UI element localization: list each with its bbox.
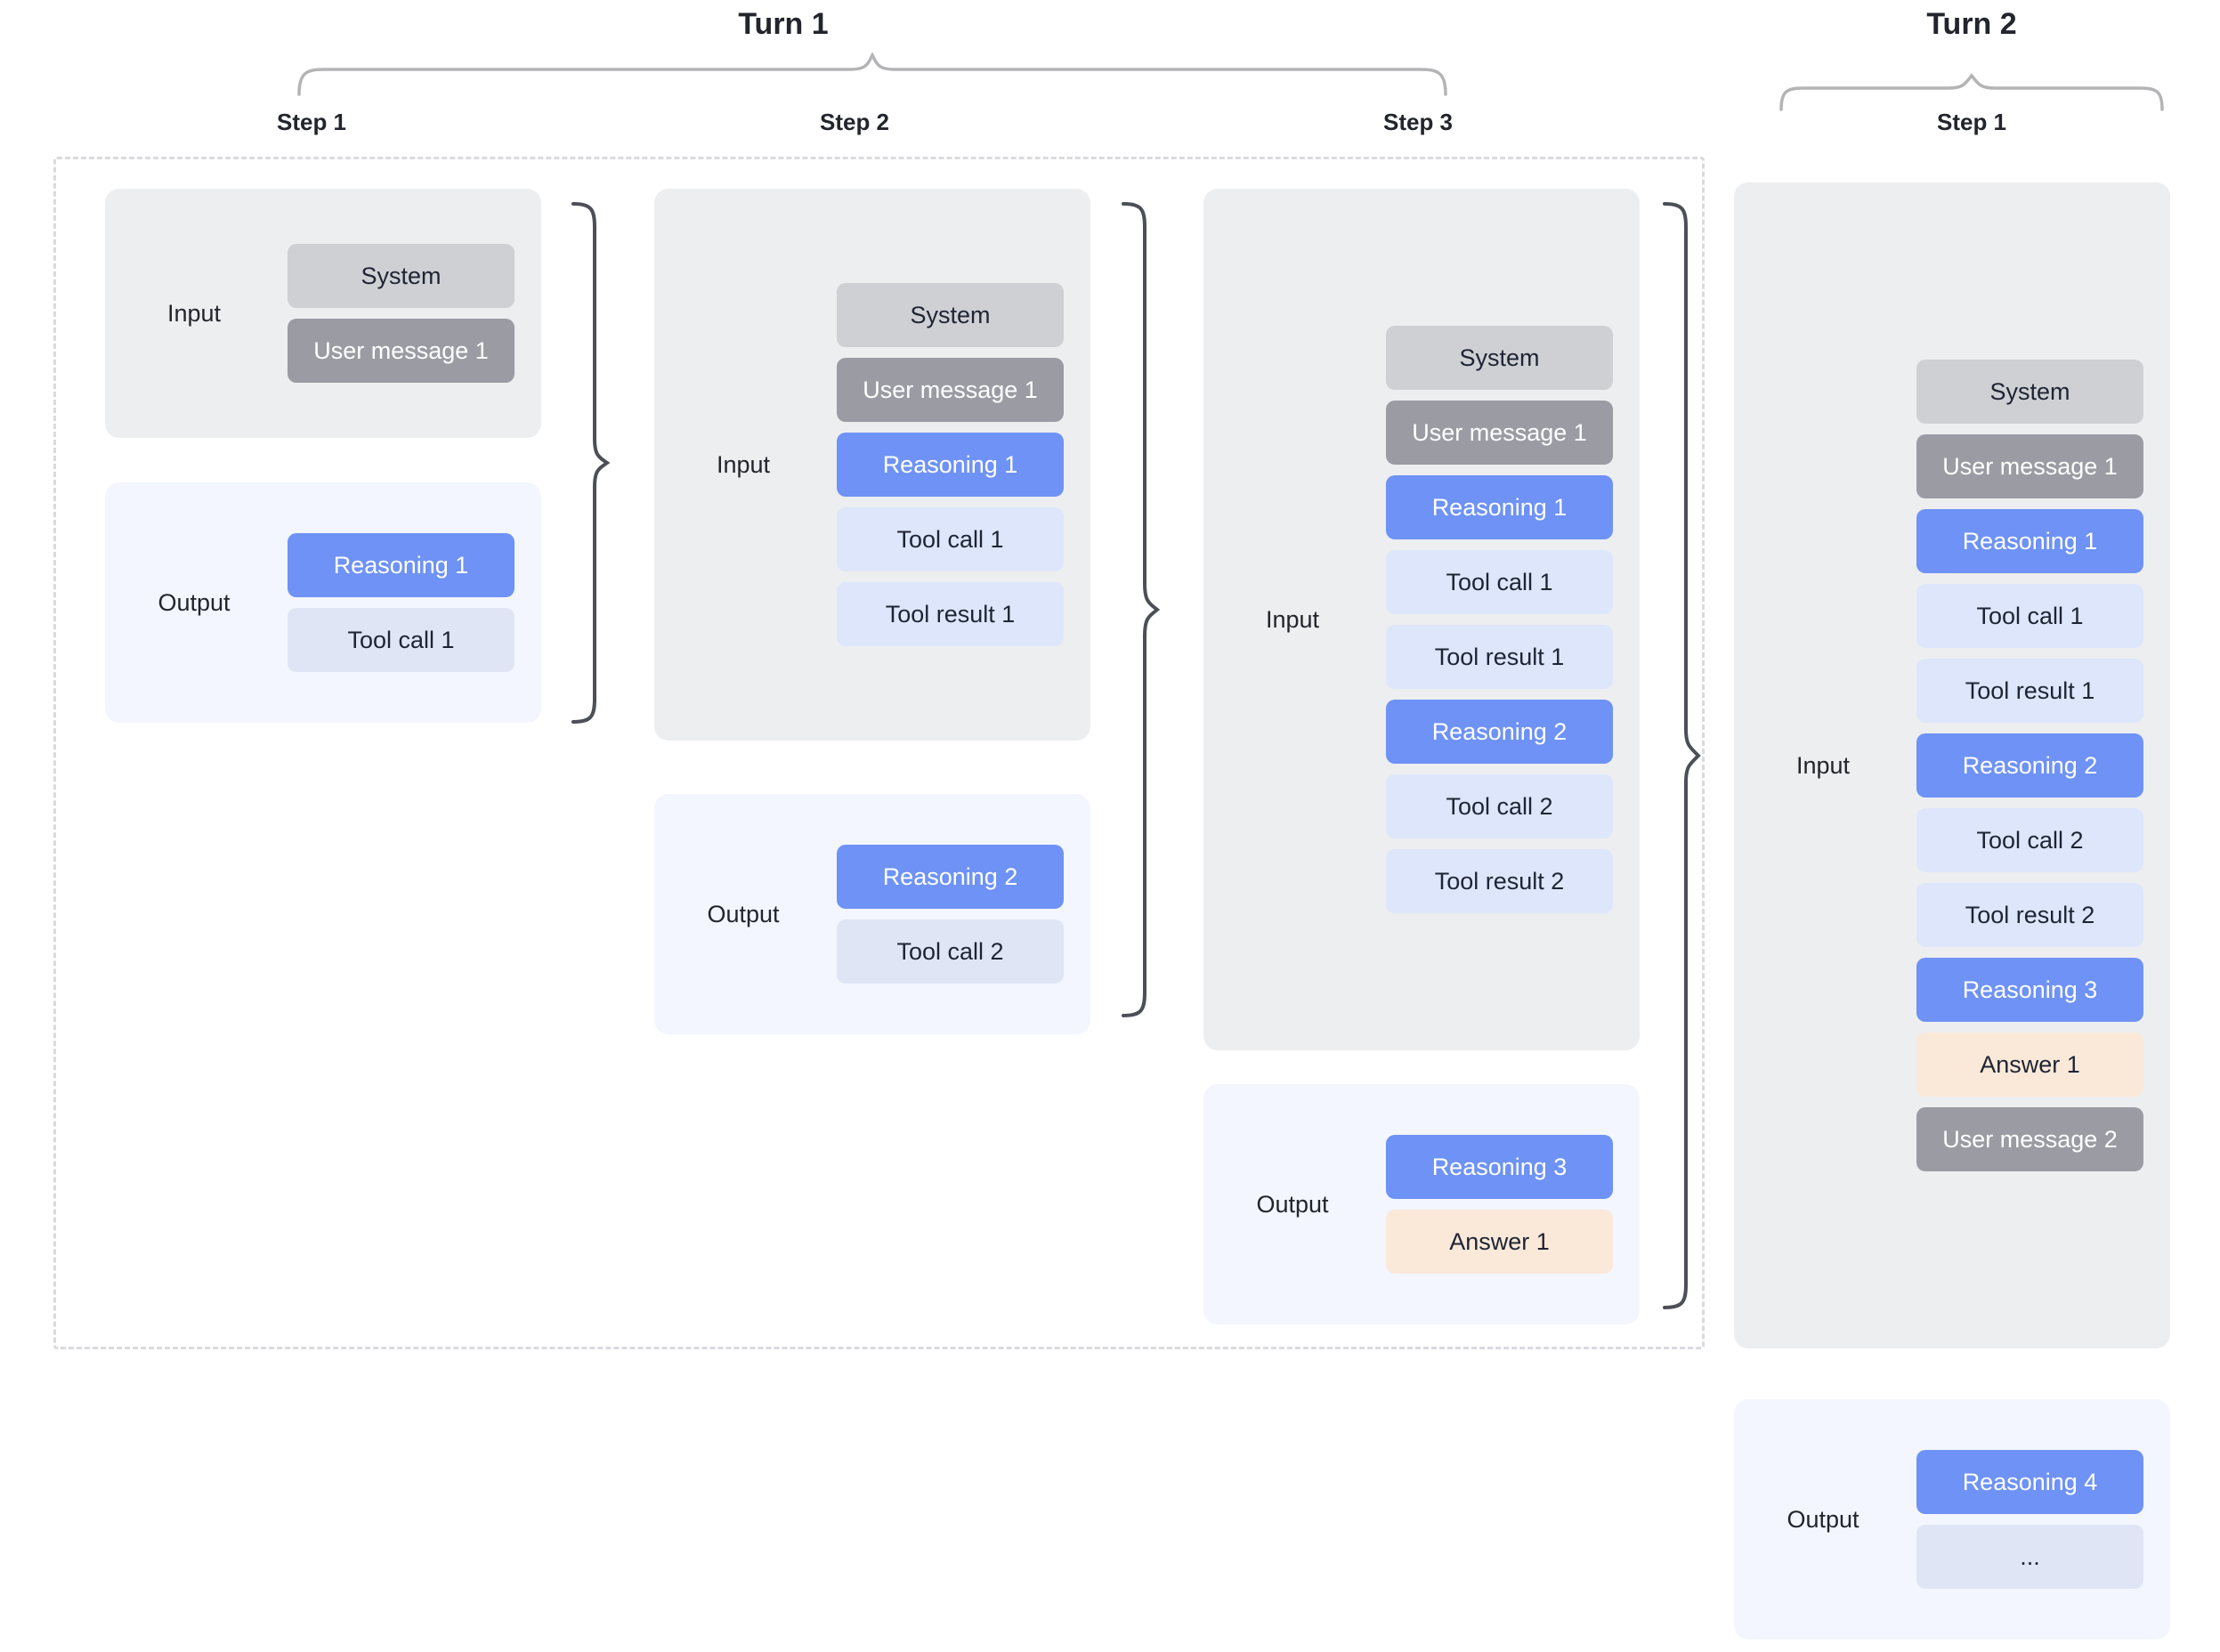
message-stack: Reasoning 2 Tool call 2	[832, 845, 1090, 984]
chip-reasoning[interactable]: Reasoning 3	[1386, 1135, 1613, 1199]
chip-user-message[interactable]: User message 2	[1916, 1107, 2143, 1171]
input-label: Input	[1795, 751, 1851, 779]
chip-tool-result[interactable]: Tool result 1	[1916, 659, 2143, 723]
chip-system[interactable]: System	[837, 283, 1064, 347]
message-stack: Reasoning 4 ...	[1912, 1450, 2170, 1589]
input-label: Input	[716, 450, 771, 478]
input-label: Input	[1265, 605, 1320, 633]
chip-reasoning[interactable]: Reasoning 1	[1386, 475, 1613, 539]
chip-answer[interactable]: Answer 1	[1386, 1210, 1613, 1274]
message-stack: System User message 1 Reasoning 1 Tool c…	[1381, 326, 1640, 913]
chip-user-message[interactable]: User message 1	[288, 319, 514, 383]
message-stack: System User message 1 Reasoning 1 Tool c…	[832, 283, 1090, 646]
chip-tool-call[interactable]: Tool call 1	[288, 608, 514, 672]
turn-2-step-1-output-group: Output Reasoning 4 ...	[1734, 1399, 2170, 1640]
turn-2-brace	[1779, 73, 2164, 111]
chip-ellipsis-placeholder[interactable]: ...	[1916, 1525, 2143, 1589]
chip-reasoning[interactable]: Reasoning 1	[837, 433, 1064, 497]
message-stack: Reasoning 3 Answer 1	[1381, 1135, 1640, 1274]
turn-1-step-1-input-group: Input System User message 1	[105, 189, 541, 438]
turn-2-step-1-title: Step 1	[1936, 109, 2007, 135]
chip-reasoning[interactable]: Reasoning 1	[288, 533, 514, 597]
chip-system[interactable]: System	[288, 244, 514, 308]
chip-tool-call[interactable]: Tool call 1	[837, 507, 1064, 571]
input-label: Input	[166, 299, 222, 327]
turn-1-step-3-output-group: Output Reasoning 3 Answer 1	[1203, 1084, 1640, 1324]
turn-1-step-2-title: Step 2	[819, 109, 890, 135]
chip-user-message[interactable]: User message 1	[1386, 401, 1613, 465]
chip-user-message[interactable]: User message 1	[1916, 434, 2143, 498]
turn-1-step-1-title: Step 1	[276, 109, 347, 135]
turn-1-region-boundary	[53, 157, 1705, 1349]
chip-tool-call[interactable]: Tool call 1	[1386, 550, 1613, 614]
output-label: Output	[707, 900, 780, 927]
message-stack: Reasoning 1 Tool call 1	[283, 533, 541, 672]
turn-2-title: Turn 2	[1926, 7, 2017, 41]
chip-tool-call[interactable]: Tool call 2	[1916, 808, 2143, 872]
chip-system[interactable]: System	[1916, 360, 2143, 424]
chip-tool-call[interactable]: Tool call 1	[1916, 584, 2143, 648]
chip-reasoning[interactable]: Reasoning 2	[1386, 700, 1613, 764]
chip-tool-result[interactable]: Tool result 2	[1916, 883, 2143, 947]
message-stack: System User message 1	[283, 244, 541, 383]
chip-reasoning[interactable]: Reasoning 3	[1916, 958, 2143, 1022]
chip-answer[interactable]: Answer 1	[1916, 1032, 2143, 1097]
turn-1-title: Turn 1	[738, 7, 829, 41]
chip-system[interactable]: System	[1386, 326, 1613, 390]
turn-1-step-2-input-group: Input System User message 1 Reasoning 1 …	[654, 189, 1090, 741]
chip-tool-result[interactable]: Tool result 1	[837, 582, 1064, 646]
chip-reasoning[interactable]: Reasoning 2	[1916, 733, 2143, 798]
chip-reasoning[interactable]: Reasoning 2	[837, 845, 1064, 909]
turn-2-step-1-input-group: Input System User message 1 Reasoning 1 …	[1734, 182, 2170, 1348]
chip-user-message[interactable]: User message 1	[837, 358, 1064, 422]
chip-tool-call[interactable]: Tool call 2	[837, 919, 1064, 984]
message-stack: System User message 1 Reasoning 1 Tool c…	[1912, 360, 2170, 1171]
chip-reasoning[interactable]: Reasoning 1	[1916, 509, 2143, 573]
output-label: Output	[158, 588, 231, 616]
turn-1-step-1-output-group: Output Reasoning 1 Tool call 1	[105, 482, 541, 723]
turn-1-step-2-output-group: Output Reasoning 2 Tool call 2	[654, 794, 1090, 1034]
chip-tool-result[interactable]: Tool result 2	[1386, 849, 1613, 913]
output-label: Output	[1256, 1190, 1329, 1218]
chip-tool-result[interactable]: Tool result 1	[1386, 625, 1613, 689]
output-label: Output	[1787, 1505, 1859, 1533]
chip-reasoning[interactable]: Reasoning 4	[1916, 1450, 2143, 1514]
turn-1-step-3-title: Step 3	[1382, 109, 1454, 135]
chip-tool-call[interactable]: Tool call 2	[1386, 774, 1613, 838]
turn-1-brace	[297, 52, 1447, 96]
turn-1-step-3-input-group: Input System User message 1 Reasoning 1 …	[1203, 189, 1640, 1050]
